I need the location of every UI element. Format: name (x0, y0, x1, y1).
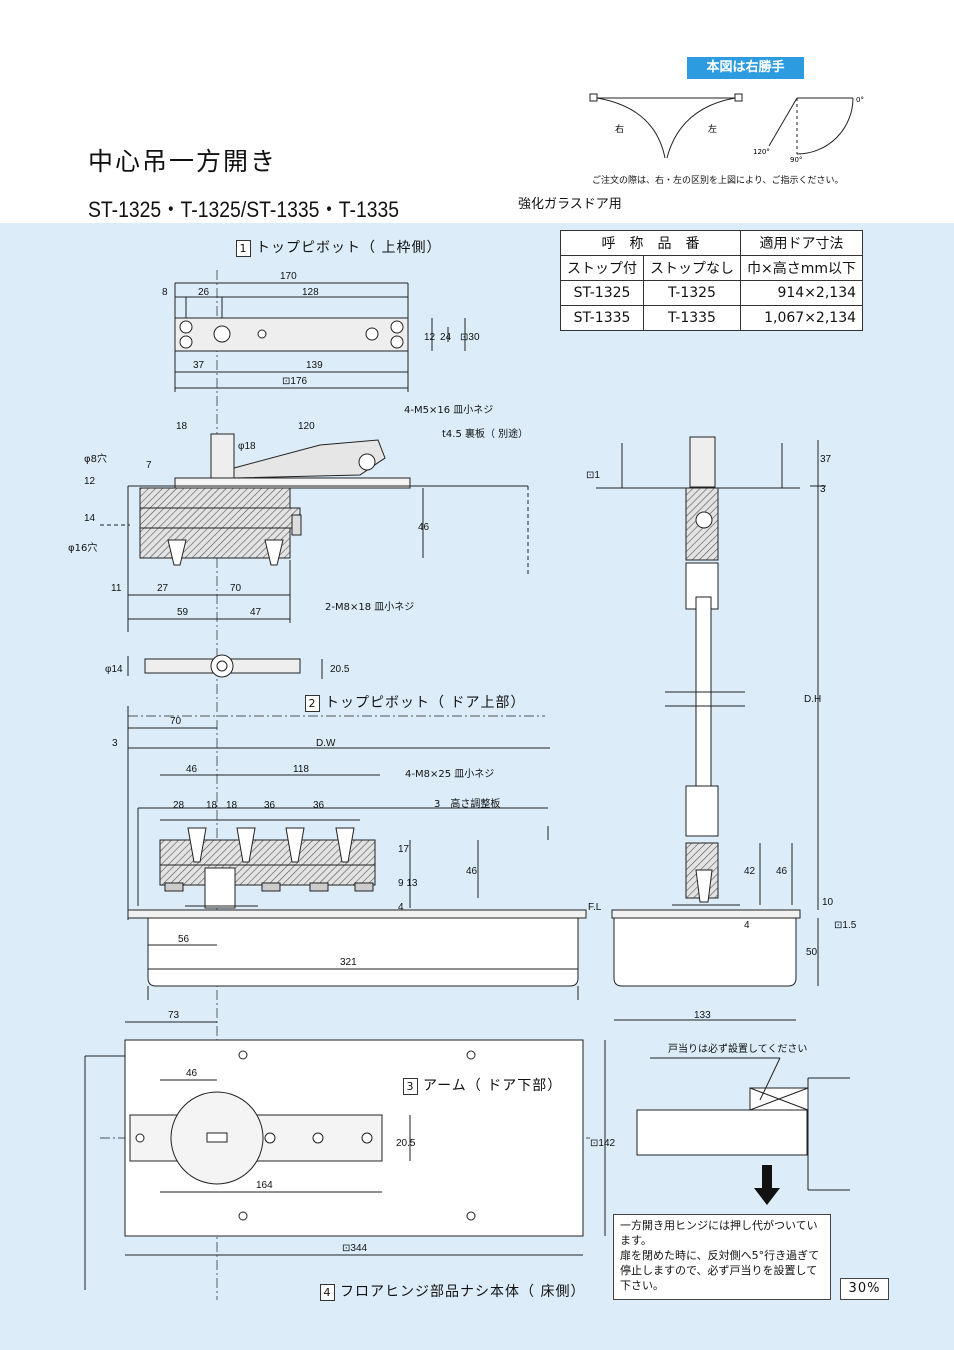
notice-line-2: 扉を閉めた時に、反対側へ5°行き過ぎて停止しますので、必ず戸当りを設置して下さい… (620, 1249, 820, 1292)
dim-7: 7 (146, 460, 152, 471)
dim-r30: ⊡30 (460, 332, 480, 343)
callout-hole16: φ16穴 (68, 541, 97, 554)
dim-3a: 3 (112, 738, 118, 749)
dim-128: 128 (302, 287, 319, 298)
dim-59: 59 (177, 607, 189, 618)
dim-50: 50 (806, 947, 818, 958)
dim-dh: D.H (804, 694, 821, 705)
callout-m8-25-screw: 4-M8×25 皿小ネジ (405, 768, 494, 780)
dim-164: 164 (256, 1180, 273, 1191)
dim-27: 27 (157, 583, 169, 594)
dim-dw: D.W (316, 738, 336, 749)
dim-321: 321 (340, 957, 357, 968)
table-col-size: 巾×高さmm以下 (739, 255, 864, 281)
callout-m8-18-screw: 2-M8×18 皿小ネジ (325, 601, 414, 613)
dim-20-5a: 20.5 (330, 664, 350, 675)
dim-17: 17 (398, 844, 410, 855)
dim-37a: 37 (193, 360, 205, 371)
dim-46c: 46 (466, 866, 478, 877)
dim-r1-5: ⊡1.5 (834, 920, 857, 931)
dim-20-5b: 20.5 (396, 1138, 416, 1149)
door-stop-notice: 一方開き用ヒンジには押し代がついています。 扉を閉めた時に、反対側へ5°行き過ぎ… (613, 1214, 831, 1300)
dim-4a: 4 (398, 902, 404, 913)
dim-12b: 12 (84, 476, 96, 487)
dim-118: 118 (293, 764, 309, 775)
dim-42: 42 (744, 866, 756, 877)
dim-18a: 18 (176, 421, 188, 432)
subtitle: 強化ガラスドア用 (518, 197, 622, 212)
dim-14: 14 (84, 513, 96, 524)
dim-24: 24 (440, 332, 452, 343)
order-note: ご注文の際は、右・左の区別を上図により、ご指示ください。 (592, 176, 844, 186)
dim-r142: ⊡142 (590, 1138, 616, 1149)
scale-badge: 30% (840, 1278, 889, 1300)
callout-m5-screw: 4-M5×16 皿小ネジ (404, 404, 493, 416)
model-table: 呼 称 品 番 適用ドア寸法 ストップ付 ストップなし 巾×高さmm以下 ST-… (560, 230, 864, 331)
table-header-model: 呼 称 品 番 (560, 230, 741, 256)
notice-line-1: 一方開き用ヒンジには押し代がついています。 (620, 1219, 818, 1247)
dim-46d: 46 (776, 866, 788, 877)
page-title: 中心吊一方開き (88, 147, 278, 176)
dim-phi18: φ18 (238, 441, 256, 452)
dim-70a: 70 (230, 583, 242, 594)
dim-46a: 46 (418, 522, 430, 533)
swing-diagram: 右 左 0° 90° 120° (589, 93, 864, 164)
dim-46b: 46 (186, 764, 198, 775)
dim-10: 10 (822, 897, 834, 908)
dim-18b: 18 (206, 800, 218, 811)
dim-phi14: φ14 (105, 664, 123, 675)
dim-r344: ⊡344 (342, 1243, 368, 1254)
dim-37b: 37 (820, 454, 832, 465)
dim-11: 11 (111, 583, 122, 594)
model-numbers: ST-1325・T-1325/ST-1335・T-1335 (88, 197, 400, 222)
dim-133: 133 (694, 1010, 711, 1021)
dim-12a: 12 (424, 332, 436, 343)
dim-120: 120 (298, 421, 315, 432)
angle-120-label: 120° (753, 148, 770, 156)
table-col-stop: ストップ付 (560, 255, 644, 281)
callout-adjust-plate: 3 高さ調整板 (434, 797, 500, 810)
dim-170: 170 (280, 271, 297, 282)
dim-9-13: 9 13 (398, 878, 418, 889)
dim-18c: 18 (226, 800, 238, 811)
dim-r1: ⊡1 (586, 470, 600, 481)
dim-26: 26 (198, 287, 210, 298)
dim-139: 139 (306, 360, 323, 371)
dim-36b: 36 (313, 800, 325, 811)
fl-label: F.L (588, 902, 602, 913)
dim-r176: ⊡176 (282, 376, 308, 387)
table-col-nostop: ストップなし (643, 255, 741, 281)
table-row: ST-1325 T-1325 914×2,134 (560, 280, 864, 306)
dim-56: 56 (178, 934, 190, 945)
angle-90-label: 90° (790, 156, 802, 164)
dim-47: 47 (250, 607, 262, 618)
dim-28: 28 (173, 800, 185, 811)
swing-right-label: 右 (615, 123, 624, 135)
dim-46e: 46 (186, 1068, 198, 1079)
callout-backplate: t4.5 裏板（ 別途） (442, 427, 528, 440)
dim-36a: 36 (264, 800, 276, 811)
table-row: ST-1335 T-1335 1,067×2,134 (560, 305, 864, 331)
dim-73: 73 (168, 1010, 180, 1021)
dim-3b: 3 (820, 484, 826, 495)
dim-70b: 70 (170, 716, 182, 727)
angle-0-label: 0° (856, 96, 864, 104)
swing-left-label: 左 (708, 123, 717, 135)
callout-door-stop: 戸当りは必ず設置してください (668, 1042, 807, 1055)
callout-hole8: φ8穴 (84, 452, 107, 465)
right-hand-badge: 本図は右勝手 (687, 57, 804, 79)
dim-4b: 4 (744, 920, 750, 931)
dim-8: 8 (162, 287, 168, 298)
table-header-door: 適用ドア寸法 (739, 230, 864, 256)
